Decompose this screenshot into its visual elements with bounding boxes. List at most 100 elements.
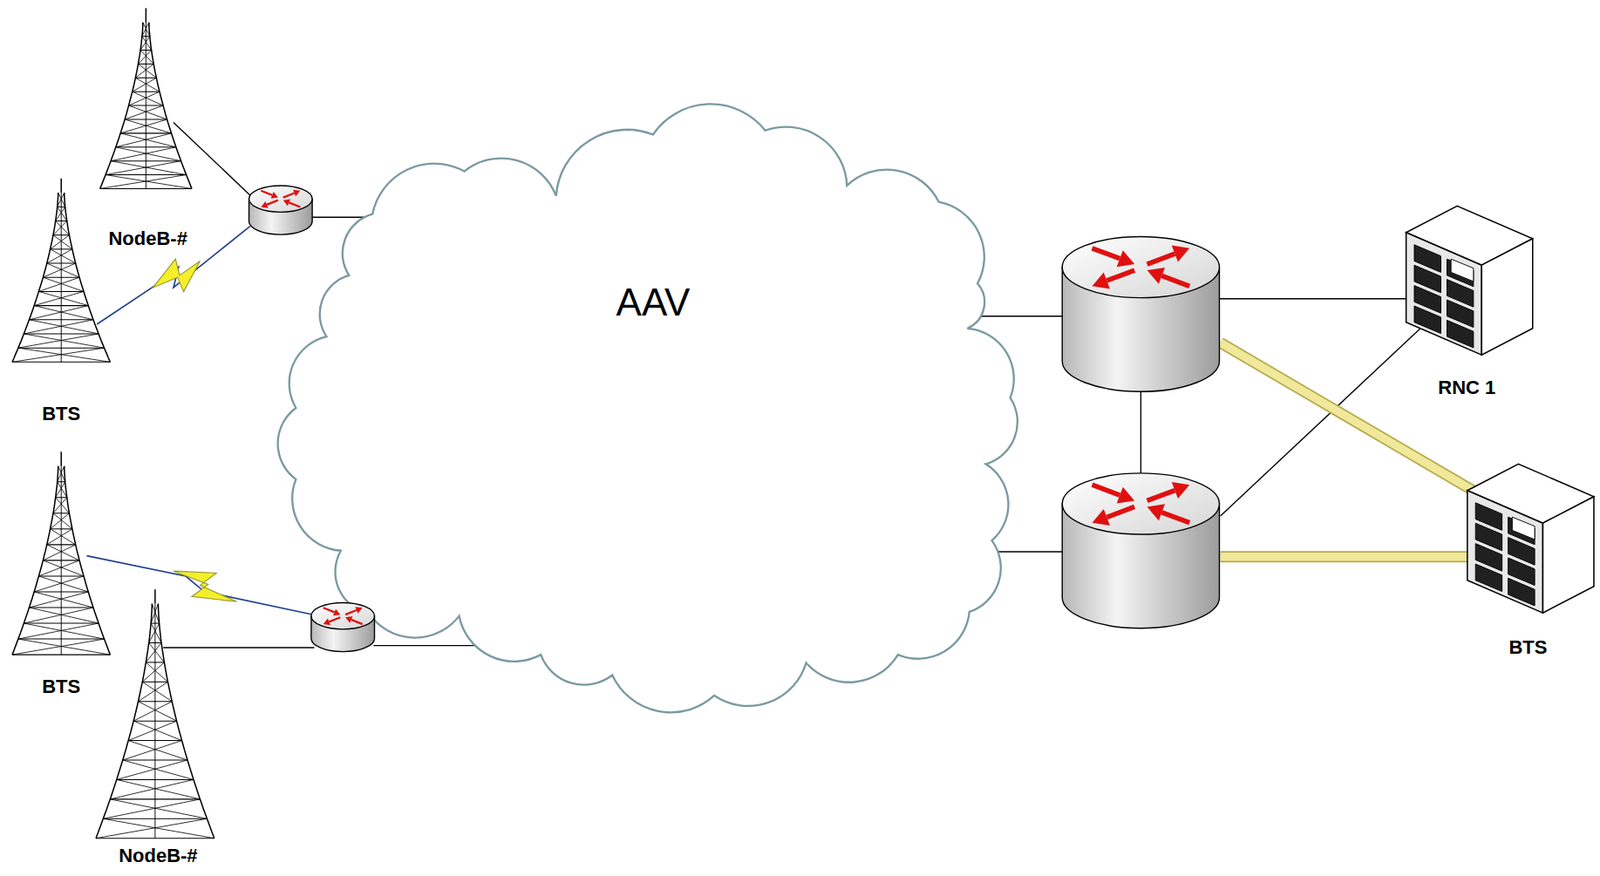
tower-brace (50, 249, 76, 264)
router-arrow (1092, 484, 1121, 496)
tower-brace (142, 22, 150, 37)
server-icon (1467, 463, 1594, 613)
wire (1140, 391, 1142, 474)
node-label: NodeB-# (108, 227, 187, 250)
tower-brace (34, 592, 94, 608)
tower-brace (128, 741, 188, 761)
tower-brace (128, 721, 177, 741)
tower-brace (38, 291, 89, 306)
tower-brace (142, 22, 150, 37)
tower-brace (120, 132, 171, 134)
tower-brace (28, 607, 99, 624)
tower-brace (145, 642, 162, 662)
server-icon (1406, 205, 1533, 355)
tower-brace (57, 206, 66, 208)
tower-brace (23, 333, 99, 334)
tower-brace (42, 544, 75, 561)
equipment-node: RNC 1 (1397, 198, 1536, 399)
tower-brace (120, 133, 177, 148)
tower-brace (50, 235, 70, 250)
tower-brace (47, 249, 73, 264)
node-label: BTS (41, 675, 81, 698)
tower-brace (135, 63, 154, 78)
tower-brace (110, 161, 187, 176)
tower-brace (142, 35, 150, 37)
router-arrowhead (345, 616, 353, 624)
tower-brace (57, 466, 65, 483)
equipment-node: BTS (10, 175, 113, 425)
wire (163, 646, 314, 648)
tower-brace (138, 701, 178, 722)
tower-brace (18, 333, 99, 348)
tower-brace (18, 639, 111, 655)
server-side (1542, 497, 1594, 613)
tower-brace (124, 119, 171, 134)
tower-brace (115, 146, 177, 148)
router-arrow (345, 610, 357, 615)
network-cloud: AAV (291, 117, 1016, 700)
tower-mast (154, 589, 157, 604)
lattice-tower (12, 451, 110, 655)
tower-brace (12, 347, 105, 362)
tower-brace (102, 818, 207, 820)
tower-brace (124, 105, 164, 120)
tower-brace (47, 544, 76, 545)
tower-brace (135, 77, 157, 79)
router-arrow (1161, 512, 1190, 524)
tower-brace (150, 623, 159, 625)
router-top (311, 602, 375, 629)
tower-brace (57, 206, 68, 221)
tower-brace (47, 529, 73, 545)
router-top (1062, 473, 1219, 535)
tower-brace (142, 681, 172, 702)
tower-brace (42, 560, 84, 577)
tower-brace (23, 623, 104, 640)
tower-brace (42, 559, 80, 561)
router-arrow (351, 619, 363, 625)
tower-brace (132, 91, 160, 93)
server-front (1406, 232, 1483, 355)
tower-brace (100, 188, 192, 190)
tower-brace (122, 741, 183, 761)
radio-link (86, 556, 314, 616)
router-icon (1062, 473, 1219, 629)
router-arrowhead (1147, 267, 1165, 285)
router-icon (311, 602, 375, 652)
tower-brace (28, 606, 93, 608)
tower-brace (28, 306, 89, 320)
tower-brace (133, 721, 182, 741)
lightning-bolt (173, 571, 238, 602)
tower-brace (142, 681, 168, 683)
lattice-tower (95, 589, 215, 838)
tower-brace (55, 220, 70, 235)
tower-brace (34, 306, 94, 320)
tower-brace (50, 513, 70, 530)
router-arrow (288, 202, 300, 207)
router-arrow (1147, 253, 1176, 265)
tower-brace (47, 263, 76, 265)
tower-brace (50, 248, 73, 250)
node-label: BTS (1508, 636, 1547, 659)
tower-brace (55, 482, 66, 498)
server-panel (1475, 564, 1502, 593)
tower-brace (34, 576, 84, 593)
server-panel (1508, 578, 1535, 606)
tower-brace (137, 63, 157, 78)
tower-brace (42, 263, 75, 278)
tower-brace (137, 63, 154, 65)
tower-brace (151, 604, 159, 624)
tower-brace (42, 277, 80, 279)
tower-brace (109, 799, 207, 819)
router-arrow (283, 192, 295, 198)
tower-mast (60, 178, 62, 193)
lightning-bolt (153, 258, 201, 292)
tower-brace (150, 604, 158, 624)
tower-brace (109, 779, 194, 799)
tower-brace (38, 576, 89, 593)
tower-brace (122, 759, 188, 761)
tower-brace (116, 760, 188, 780)
router-arrowhead (1116, 487, 1135, 504)
tower-brace (133, 721, 177, 722)
router-arrow (1147, 490, 1176, 502)
wire (173, 122, 258, 202)
